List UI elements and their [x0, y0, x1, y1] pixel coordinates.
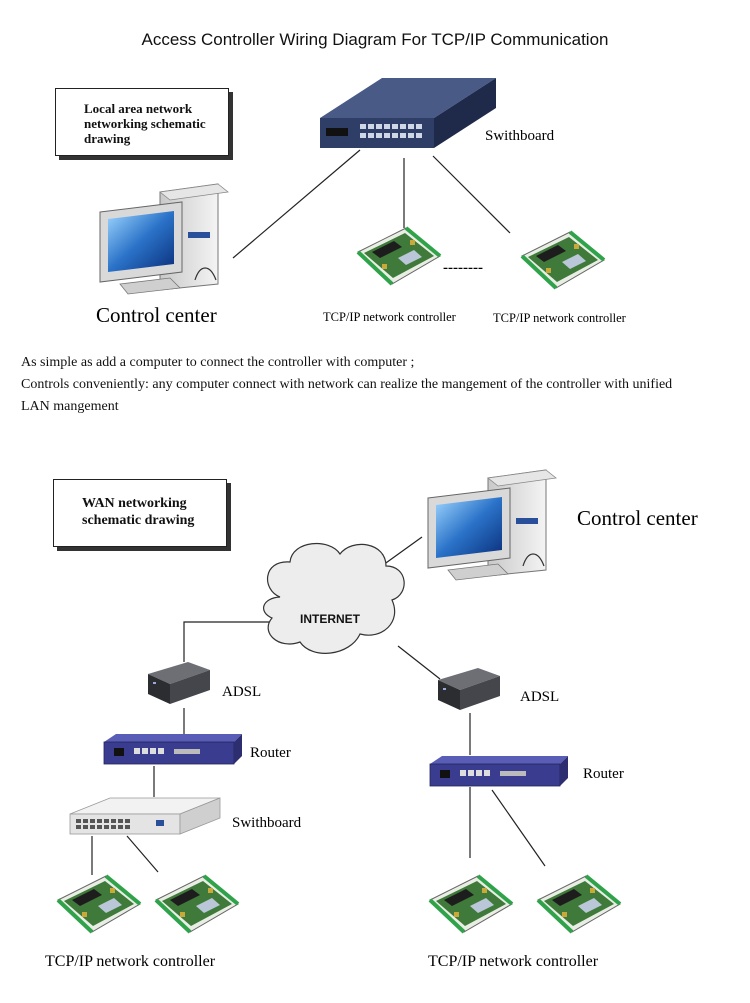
wan-right-controller-1 — [428, 874, 514, 934]
description-line: As simple as add a computer to connect t… — [21, 355, 415, 370]
wan-left-adsl-modem — [148, 662, 210, 704]
wan-right-adsl-modem — [438, 668, 500, 710]
lan-connection-lines — [232, 149, 511, 259]
lan-controller-2 — [520, 230, 606, 290]
lan-controller-label-2: TCP/IP network controller — [493, 311, 627, 325]
wan-left-router-label: Router — [250, 745, 291, 761]
wan-right-controller-2 — [536, 874, 622, 934]
wan-right-router-label: Router — [583, 766, 624, 782]
wan-right-router — [429, 755, 569, 787]
wan-left-controller-label: TCP/IP network controller — [45, 953, 216, 970]
internet-label: INTERNET — [300, 612, 361, 626]
internet-cloud: INTERNET — [263, 542, 405, 654]
wan-schematic-box: WAN networking schematic drawing — [53, 479, 227, 547]
wan-control-center-pc — [427, 469, 557, 581]
lan-separator-dashes: -------- — [443, 260, 483, 276]
page-title: Access Controller Wiring Diagram For TCP… — [141, 30, 609, 49]
lan-switchboard — [320, 78, 496, 148]
description-line: LAN mangement — [21, 399, 119, 414]
lan-control-center-pc — [99, 183, 229, 295]
lan-box-line: networking schematic — [84, 116, 206, 131]
lan-control-center-label: Control center — [96, 303, 217, 327]
lan-box-line: Local area network — [84, 101, 193, 116]
wan-box-line: schematic drawing — [82, 513, 195, 528]
wan-right-controller-label: TCP/IP network controller — [428, 953, 599, 970]
lan-switchboard-label: Swithboard — [485, 128, 555, 144]
wan-left-switchboard-label: Swithboard — [232, 815, 302, 831]
description-line: Controls conveniently: any computer conn… — [21, 377, 673, 392]
lan-box-line: drawing — [84, 131, 131, 146]
wan-right-adsl-label: ADSL — [520, 689, 559, 705]
wan-left-adsl-label: ADSL — [222, 684, 261, 700]
lan-controller-1 — [356, 226, 442, 286]
wan-left-switchboard — [69, 797, 221, 835]
wan-left-controller-2 — [154, 874, 240, 934]
wan-left-router — [103, 733, 243, 765]
wan-left-controller-1 — [56, 874, 142, 934]
lan-schematic-box: Local area network networking schematic … — [55, 88, 229, 156]
wan-box-line: WAN networking — [82, 496, 187, 511]
wan-control-center-label: Control center — [577, 506, 698, 530]
lan-controller-label-1: TCP/IP network controller — [323, 310, 457, 324]
description: As simple as add a computer to connect t… — [21, 352, 736, 418]
